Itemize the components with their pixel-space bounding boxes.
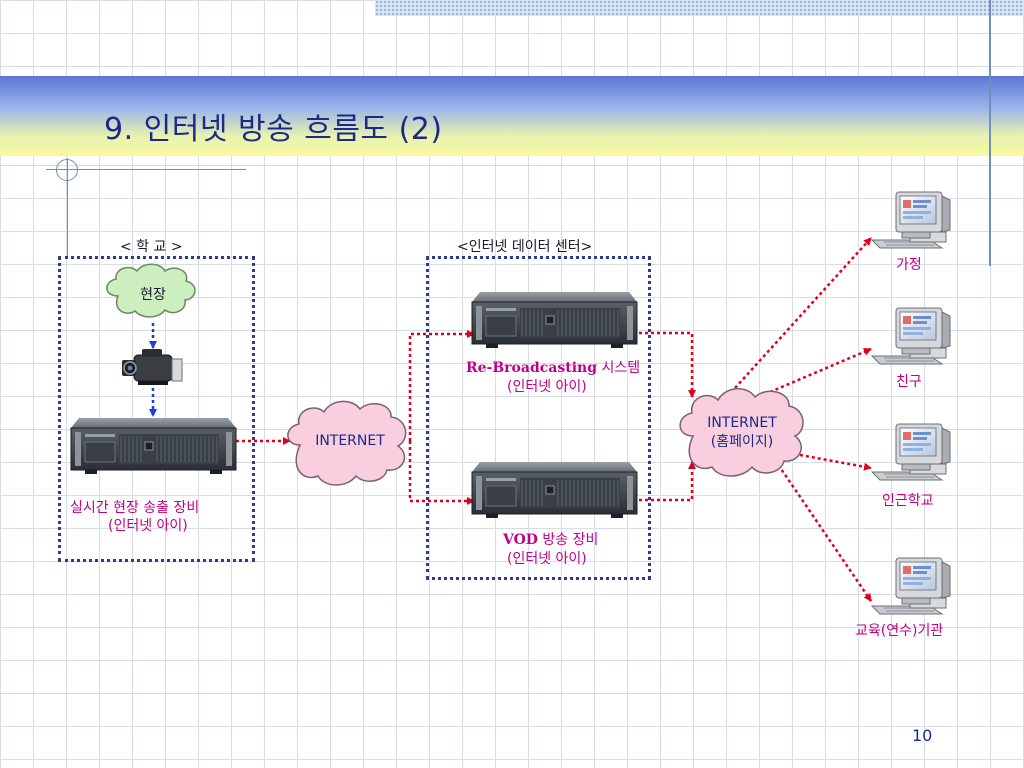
vod-label-line1: VOD 방송 장비 bbox=[503, 529, 598, 549]
right-decor-line bbox=[989, 0, 991, 266]
scene-cloud-label: 현장 bbox=[140, 287, 166, 303]
datacenter-boundary-box bbox=[426, 256, 651, 580]
client-label-institution: 교육(연수)기관 bbox=[855, 623, 944, 639]
top-decor-strip bbox=[375, 0, 1024, 16]
rebroadcast-label-line2: (인터넷 아이) bbox=[507, 379, 587, 395]
link-homepage-to-home bbox=[734, 237, 872, 389]
link-vod-to-homepage bbox=[633, 461, 696, 502]
vod-label-bold: VOD bbox=[503, 532, 538, 548]
home-pc-icon bbox=[871, 191, 951, 249]
internet-cloud-right-label-line1: INTERNET bbox=[707, 415, 777, 431]
rebroadcast-label-rest: 시스템 bbox=[597, 360, 641, 376]
camcorder-icon bbox=[122, 349, 183, 385]
datacenter-box-label: <인터넷 데이터 센터> bbox=[457, 239, 593, 255]
link-internet-to-vod bbox=[408, 441, 475, 505]
encoder-label-line2: (인터넷 아이) bbox=[108, 518, 188, 534]
title-band bbox=[0, 76, 1024, 156]
friend-pc-icon bbox=[871, 307, 951, 365]
link-rebroadcast-to-homepage bbox=[633, 331, 696, 398]
link-internet-to-rebroadcast bbox=[408, 330, 475, 441]
vod-label-line2: (인터넷 아이) bbox=[507, 551, 587, 567]
decor-circle bbox=[56, 159, 78, 181]
rebroadcast-server-icon bbox=[471, 291, 638, 349]
rebroadcast-label-line1: Re-Broadcasting 시스템 bbox=[466, 357, 640, 377]
vod-label-rest: 방송 장비 bbox=[537, 532, 599, 548]
client-label-school: 인근학교 bbox=[882, 493, 934, 509]
decor-line-horizontal bbox=[46, 169, 246, 170]
scene-cloud bbox=[106, 263, 196, 318]
internet-cloud-left-label: INTERNET bbox=[315, 433, 385, 449]
client-label-home: 가정 bbox=[896, 257, 922, 273]
link-homepage-to-friend bbox=[769, 347, 872, 394]
page-title: 9. 인터넷 방송 흐름도 (2) bbox=[104, 112, 443, 147]
institution-pc-icon bbox=[871, 557, 951, 615]
internet-cloud-left bbox=[287, 400, 407, 486]
decor-line-vertical bbox=[67, 158, 68, 258]
link-homepage-to-school bbox=[799, 453, 872, 471]
encoder-server-icon bbox=[70, 417, 237, 475]
vod-server-icon bbox=[471, 461, 638, 519]
client-label-friend: 친구 bbox=[896, 374, 922, 390]
internet-cloud-right-label-line2: (홈페이지) bbox=[710, 434, 774, 450]
internet-cloud-right bbox=[679, 388, 804, 477]
rebroadcast-label-bold: Re-Broadcasting bbox=[466, 360, 597, 376]
school-box-label: < 학 교 > bbox=[120, 239, 183, 255]
page-number: 10 bbox=[912, 726, 933, 745]
encoder-label-line1: 실시간 현장 송출 장비 bbox=[70, 500, 200, 516]
link-homepage-to-institution bbox=[773, 459, 873, 602]
school-pc-icon bbox=[871, 423, 951, 481]
school-boundary-box bbox=[58, 256, 255, 562]
